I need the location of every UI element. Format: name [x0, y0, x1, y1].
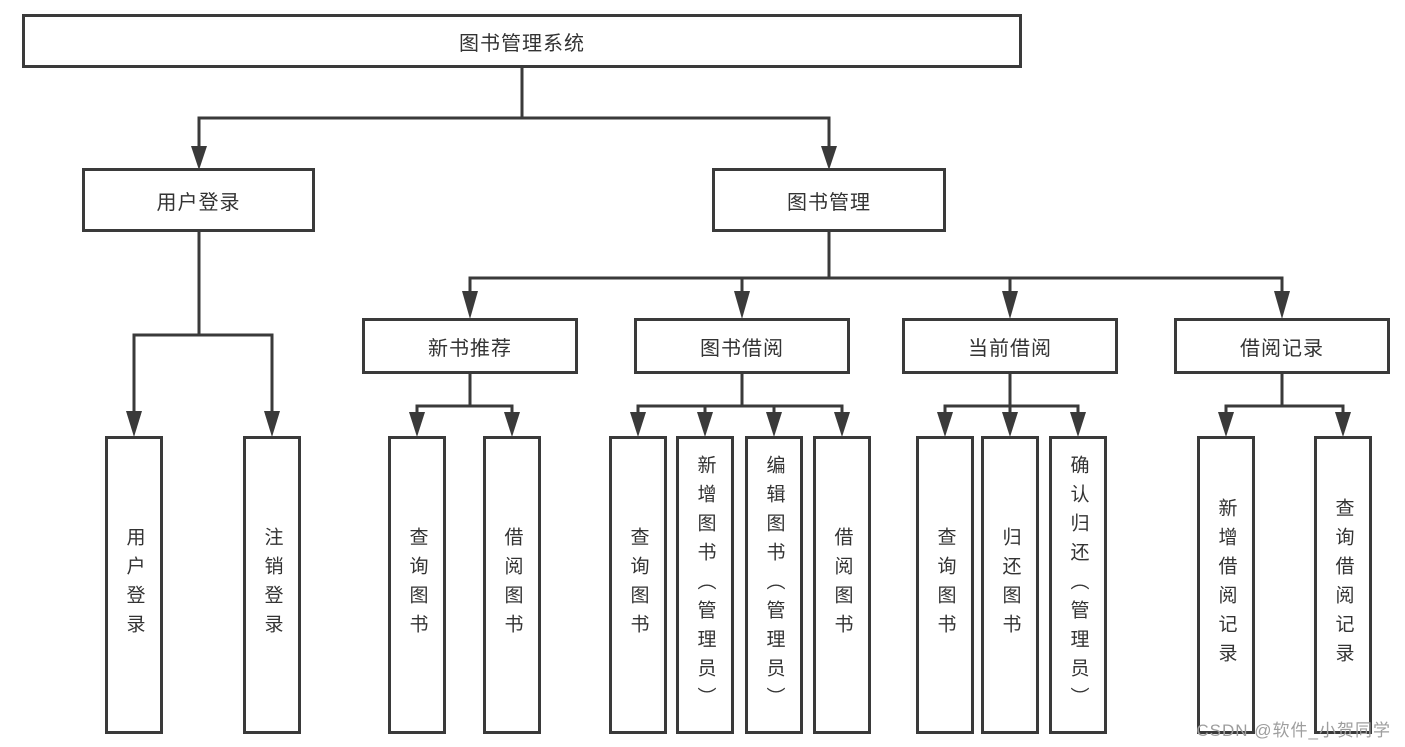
connector-bookborrow-to-leaves	[630, 374, 850, 437]
leaf-current-return-book: 归还图书	[981, 436, 1039, 734]
node-borrow-record: 借阅记录	[1174, 318, 1390, 374]
leaf-borrow-query-book: 查询图书	[609, 436, 667, 734]
node-current-borrow: 当前借阅	[902, 318, 1118, 374]
csdn-watermark: CSDN @软件_小贺同学	[1196, 721, 1391, 740]
connector-currentborrow-to-leaves	[937, 374, 1086, 437]
connector-bookmgmt-to-level3	[462, 232, 1290, 319]
connector-newbookrec-to-leaves	[409, 374, 520, 437]
leaf-record-add: 新增借阅记录	[1197, 436, 1255, 734]
leaf-record-query: 查询借阅记录	[1314, 436, 1372, 734]
leaf-recommend-query-book: 查询图书	[388, 436, 446, 734]
leaf-borrow-edit-book-admin: 编辑图书（管理员）	[745, 436, 803, 734]
node-root: 图书管理系统	[22, 14, 1022, 68]
leaf-borrow-add-book-admin: 新增图书（管理员）	[676, 436, 734, 734]
node-book-management: 图书管理	[712, 168, 946, 232]
leaf-user-login: 用户登录	[105, 436, 163, 734]
connector-borrowrecord-to-leaves	[1218, 374, 1351, 437]
connector-userlogin-to-leaves	[126, 232, 280, 437]
connector-root-to-level2	[191, 66, 837, 170]
node-user-login: 用户登录	[82, 168, 315, 232]
leaf-recommend-borrow-book: 借阅图书	[483, 436, 541, 734]
leaf-borrow-borrow-book: 借阅图书	[813, 436, 871, 734]
leaf-current-confirm-return-admin: 确认归还（管理员）	[1049, 436, 1107, 734]
leaf-current-query-book: 查询图书	[916, 436, 974, 734]
leaf-logout: 注销登录	[243, 436, 301, 734]
node-book-borrow: 图书借阅	[634, 318, 850, 374]
node-new-book-recommend: 新书推荐	[362, 318, 578, 374]
